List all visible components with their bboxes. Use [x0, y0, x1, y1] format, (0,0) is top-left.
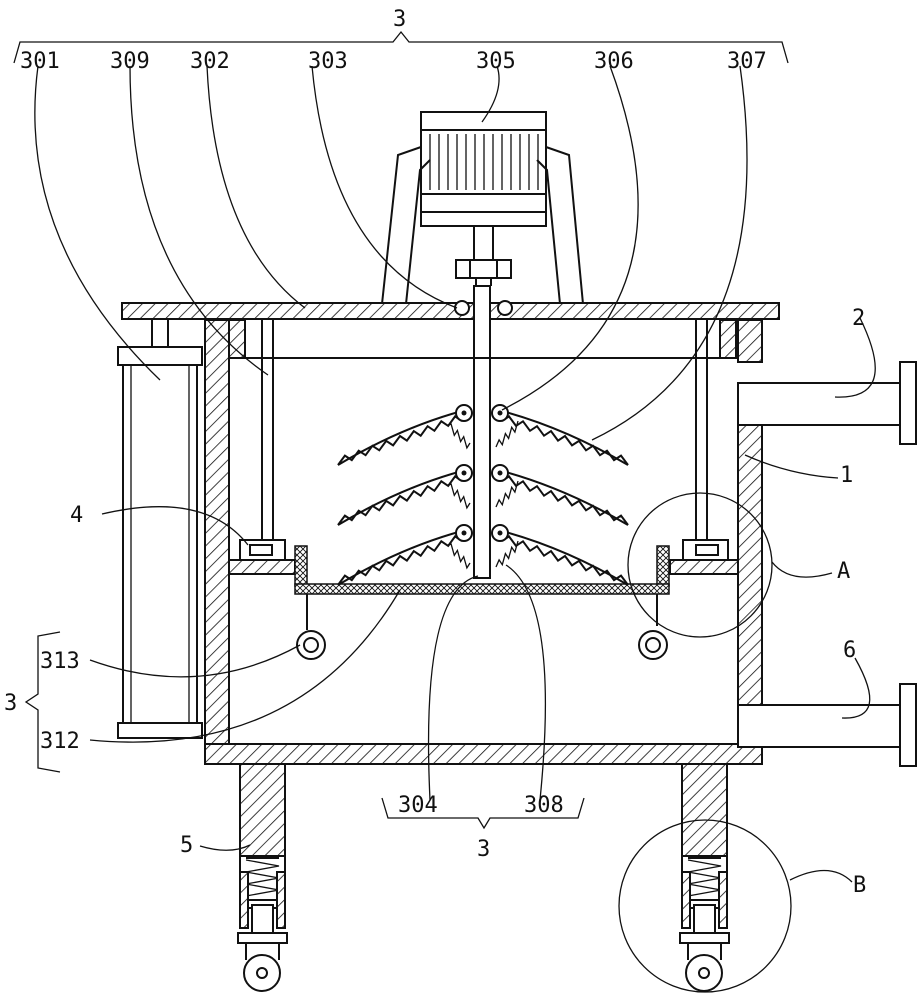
- blade-level-3: [337, 524, 629, 586]
- coupling: [455, 259, 512, 286]
- filter-basket-312: [294, 545, 670, 595]
- label-top-group: 3: [393, 7, 406, 32]
- motor-305: [420, 111, 547, 227]
- label-309: 309: [110, 49, 150, 74]
- label-307: 307: [727, 49, 767, 74]
- left-group-bracket: [24, 631, 61, 773]
- outlet-pipe-6: [737, 683, 917, 767]
- label-left-group: 3: [4, 691, 17, 716]
- guide-rods-309: [261, 320, 708, 540]
- inlet-pipe-2: [737, 361, 917, 445]
- hydraulic-cylinder-301: [117, 320, 203, 739]
- label-304: 304: [398, 793, 438, 818]
- label-305: 305: [476, 49, 516, 74]
- label-303: 303: [308, 49, 348, 74]
- label-5: 5: [180, 833, 193, 858]
- reference-labels: 3 301 309 302 303 305 306 307 2 1 4 A 6 …: [4, 7, 866, 898]
- label-308: 308: [524, 793, 564, 818]
- hanging-rings-313: [296, 594, 668, 660]
- label-b: B: [853, 873, 866, 898]
- stirring-shaft-304: [473, 285, 491, 579]
- label-306: 306: [594, 49, 634, 74]
- label-4: 4: [70, 503, 83, 528]
- detail-circle-b: [618, 819, 792, 993]
- top-lid-302: [121, 300, 780, 320]
- label-1: 1: [840, 463, 853, 488]
- blade-level-1: [337, 404, 629, 466]
- support-leg-right-5: [679, 763, 730, 992]
- label-a: A: [837, 559, 850, 584]
- leader-lines: [34, 65, 876, 883]
- top-group-bracket: [13, 30, 789, 64]
- label-302: 302: [190, 49, 230, 74]
- bottom-group-bracket: [381, 797, 585, 830]
- support-leg-left-5: [237, 763, 288, 992]
- label-bottom-group: 3: [477, 837, 490, 862]
- detail-circle-a: [627, 492, 773, 638]
- label-6: 6: [843, 638, 856, 663]
- stirring-blades-307: [337, 404, 629, 586]
- motor-support-frame: [381, 146, 584, 305]
- label-301: 301: [20, 49, 60, 74]
- label-313: 313: [40, 649, 80, 674]
- blade-level-2: [337, 464, 629, 526]
- tank-body-1: [204, 319, 763, 765]
- label-312: 312: [40, 729, 80, 754]
- label-2: 2: [852, 306, 865, 331]
